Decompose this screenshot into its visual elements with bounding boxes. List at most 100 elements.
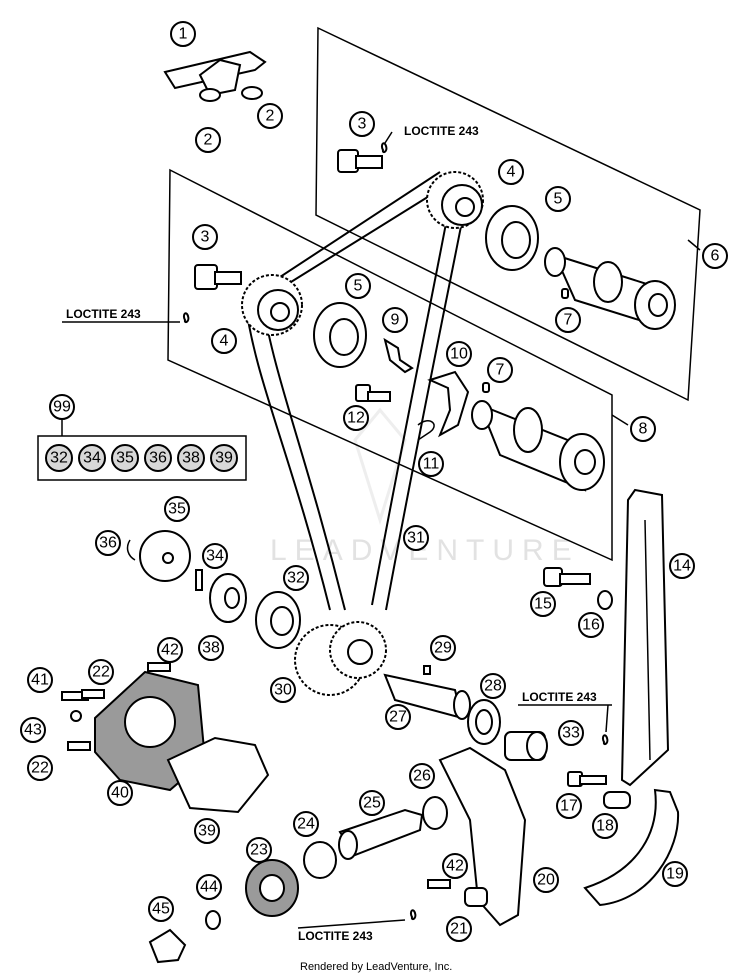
svg-text:43: 43 <box>24 722 42 739</box>
svg-text:23: 23 <box>250 842 268 859</box>
callout-5b: 5 <box>345 273 371 299</box>
svg-text:5: 5 <box>354 278 363 295</box>
svg-text:25: 25 <box>363 795 381 812</box>
svg-text:4: 4 <box>507 164 516 181</box>
callout-14: 14 <box>669 553 695 579</box>
dowel-pin-top <box>561 288 569 299</box>
callout-22b: 22 <box>27 755 53 781</box>
svg-text:8: 8 <box>639 421 648 438</box>
callout-39: 39 <box>194 818 220 844</box>
svg-text:28: 28 <box>484 678 502 695</box>
kit-item: 34 <box>78 444 106 472</box>
pump-cover-boss <box>124 696 176 748</box>
o-ring-26 <box>422 796 448 830</box>
callout-27: 27 <box>385 704 411 730</box>
callout-25: 25 <box>359 790 385 816</box>
watermark-logo <box>353 407 407 526</box>
callout-16: 16 <box>578 612 604 638</box>
callout-2a: 2 <box>195 127 221 153</box>
spring-clip <box>417 420 435 441</box>
svg-text:34: 34 <box>206 548 224 565</box>
shaft-washer-hole <box>475 709 493 735</box>
svg-text:7: 7 <box>496 362 505 379</box>
callout-32: 32 <box>283 565 309 591</box>
chain-guide-rail <box>583 788 680 907</box>
callout-3a: 3 <box>349 111 375 137</box>
footer-credit: Rendered by LeadVenture, Inc. <box>300 961 452 973</box>
callout-31: 31 <box>403 525 429 551</box>
svg-text:39: 39 <box>198 823 216 840</box>
callout-23: 23 <box>246 837 272 863</box>
callout-41: 41 <box>27 667 53 693</box>
kit-item: 35 <box>111 444 139 472</box>
loctite-note-left: LOCTITE 243 <box>66 307 141 321</box>
callout-15: 15 <box>530 591 556 617</box>
kit-item: 39 <box>210 444 238 472</box>
svg-text:21: 21 <box>450 921 468 938</box>
loctite-drop-left <box>182 312 190 324</box>
svg-text:18: 18 <box>596 818 614 835</box>
upper-chain-guide <box>163 50 267 102</box>
pump-shaft <box>383 665 471 720</box>
needle-bearing <box>504 731 548 761</box>
kit-item: 32 <box>45 444 73 472</box>
svg-text:16: 16 <box>582 617 600 634</box>
svg-text:42: 42 <box>161 642 179 659</box>
callout-11: 11 <box>418 451 444 477</box>
callout-33: 33 <box>558 720 584 746</box>
svg-text:31: 31 <box>407 530 425 547</box>
water-pump-impeller <box>245 859 299 917</box>
svg-text:29: 29 <box>434 640 452 657</box>
callout-8: 8 <box>630 416 656 442</box>
svg-text:39: 39 <box>215 450 233 467</box>
camshaft-bearing-top <box>485 205 539 271</box>
svg-text:6: 6 <box>711 248 720 265</box>
svg-text:9: 9 <box>391 312 400 329</box>
svg-text:36: 36 <box>149 450 167 467</box>
callout-36: 36 <box>95 530 121 556</box>
callout-12: 12 <box>343 405 369 431</box>
callout-26: 26 <box>409 763 435 789</box>
gear-bolt-top <box>337 149 383 173</box>
camshaft-gear-left <box>241 274 303 336</box>
loctite-drop-bottom <box>409 909 417 921</box>
callout-24: 24 <box>293 811 319 837</box>
svg-text:26: 26 <box>413 768 431 785</box>
callout-40: 40 <box>107 780 133 806</box>
svg-text:5: 5 <box>554 191 563 208</box>
svg-text:33: 33 <box>562 725 580 742</box>
svg-text:42: 42 <box>446 858 464 875</box>
decompressor-lever <box>427 370 470 438</box>
callout-21: 21 <box>446 916 472 942</box>
svg-text:3: 3 <box>201 229 210 246</box>
callout-44: 44 <box>196 874 222 900</box>
callout-42a: 42 <box>157 637 183 663</box>
svg-text:36: 36 <box>99 535 117 552</box>
svg-text:32: 32 <box>50 450 68 467</box>
guide-pivot-bolt <box>543 567 591 587</box>
svg-text:19: 19 <box>666 866 684 883</box>
chain-tensioning-rail <box>438 746 527 927</box>
callout-7a: 7 <box>555 307 581 333</box>
callout-42b: 42 <box>442 853 468 879</box>
callout-3b: 3 <box>192 224 218 250</box>
svg-text:44: 44 <box>200 879 218 896</box>
chain-tensioner-guide <box>620 488 670 787</box>
svg-text:2: 2 <box>204 132 213 149</box>
stop-plate <box>383 337 414 374</box>
callout-38: 38 <box>198 635 224 661</box>
callout-29: 29 <box>430 635 456 661</box>
loctite-note-right: LOCTITE 243 <box>522 690 597 704</box>
callout-10: 10 <box>446 341 472 367</box>
camshaft-bearing-left <box>313 302 367 368</box>
guide-bolt <box>355 384 391 402</box>
callout-20: 20 <box>533 867 559 893</box>
exhaust-camshaft <box>544 247 676 330</box>
svg-text:7: 7 <box>564 312 573 329</box>
camshaft-exhaust-panel <box>315 26 701 402</box>
svg-text:99: 99 <box>53 399 71 416</box>
svg-text:11: 11 <box>423 456 440 473</box>
kit-item: 38 <box>177 444 205 472</box>
svg-text:38: 38 <box>182 450 200 467</box>
loctite-drop-top <box>380 142 388 154</box>
